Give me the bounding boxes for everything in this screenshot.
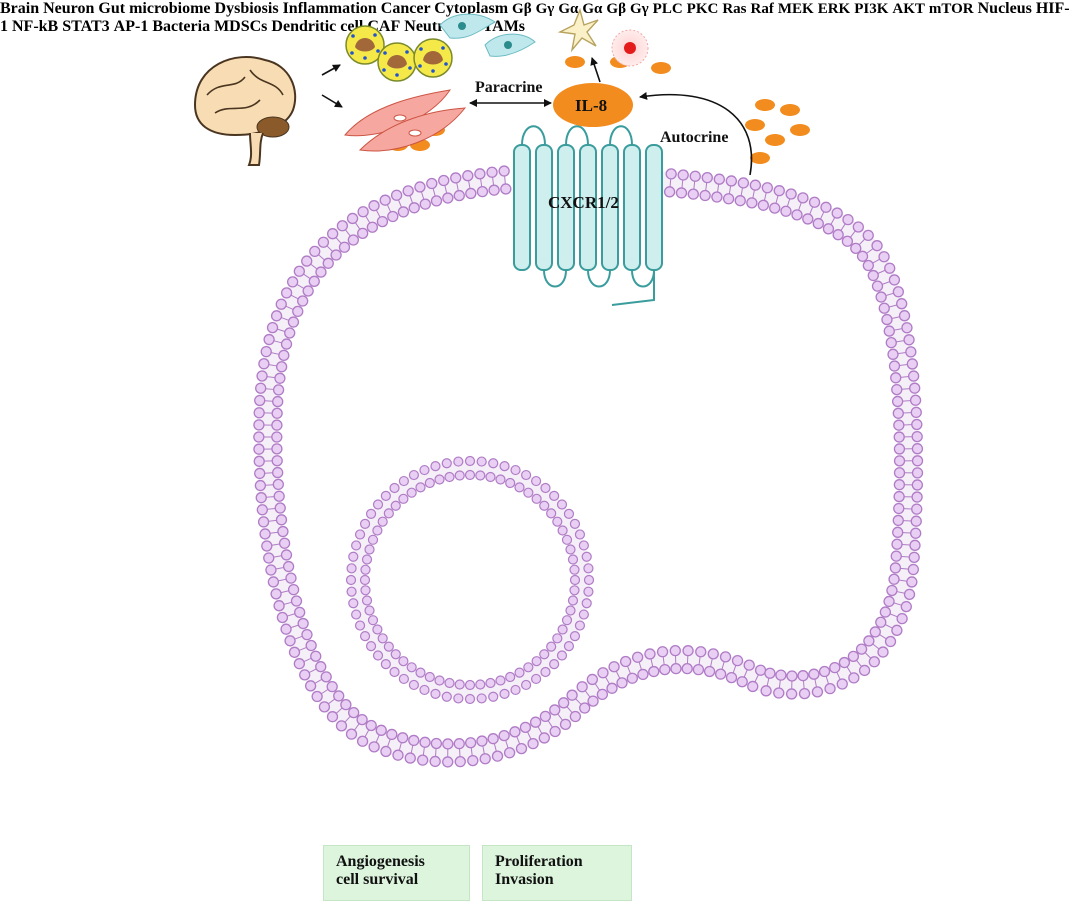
gbeta-cyto-label: Gβ [606, 1, 626, 17]
ggamma-top-label: Gγ [535, 1, 555, 17]
cancer-cytoplasm-label: Cancer Cytoplasm [380, 0, 509, 17]
outcome-angiogenesis-line1: Angiogenesis [336, 853, 425, 870]
gut-label-1: Gut microbiome [98, 0, 211, 17]
autocrine-label: Autocrine [660, 129, 728, 146]
legend-mdscs-label: MDSCs [214, 18, 268, 35]
mek-label: MEK [777, 1, 814, 17]
gut-label-3: Inflammation [282, 0, 377, 17]
caf-cluster [344, 89, 467, 152]
neuron-label: Neuron [43, 0, 95, 17]
nucleus-label: Nucleus [977, 0, 1032, 17]
erk-label: ERK [817, 1, 851, 17]
legend-bacteria-label: Bacteria [152, 18, 211, 35]
outcome-angiogenesis-line2: cell survival [336, 871, 419, 888]
tf-ap1: AP-1 [113, 18, 149, 35]
cxcr-label: CXCR1/2 [548, 193, 619, 212]
tf-hif1: HIF-1 [0, 0, 1070, 35]
il8-label: IL-8 [575, 96, 607, 115]
cxcr-receptor [513, 125, 663, 306]
paracrine-label: Paracrine [475, 79, 543, 96]
outcome-angiogenesis-box: Angiogenesis cell survival [323, 845, 470, 901]
akt-label: AKT [892, 1, 925, 17]
ras-label: Ras [722, 1, 747, 17]
pi3k-label: PI3K [854, 1, 889, 17]
outcome-proliferation-box: Proliferation Invasion [482, 845, 632, 901]
dendritic-cell-top [557, 7, 599, 53]
plc-label: PLC [652, 1, 683, 17]
brain-label: Brain [0, 0, 40, 17]
cell-membrane [253, 165, 924, 768]
gut-label-2: Dysbiosis [214, 0, 279, 17]
tf-nfkb: NF-kB [12, 18, 59, 35]
galpha-1-label: Gα [558, 1, 579, 17]
raf-label: Raf [750, 1, 774, 17]
legend-dendritic-label: Dendritic cell [271, 18, 364, 35]
il8-molecule [553, 83, 633, 127]
outcome-proliferation-line1: Proliferation [495, 853, 583, 870]
galpha-2-label: Gα [582, 1, 603, 17]
gbeta-top-label: Gβ [512, 1, 532, 17]
mdsc-cluster [439, 13, 536, 57]
neutrophil-cluster [345, 25, 453, 82]
ggamma-cyto-label: Gγ [629, 1, 649, 17]
outcome-proliferation-line2: Invasion [495, 871, 554, 888]
brain-illustration [193, 56, 297, 166]
mtor-label: mTOR [928, 1, 974, 17]
pkc-label: PKC [686, 1, 719, 17]
tam-top [611, 29, 649, 67]
tf-stat3: STAT3 [62, 18, 110, 35]
nucleus-membrane [345, 455, 595, 705]
